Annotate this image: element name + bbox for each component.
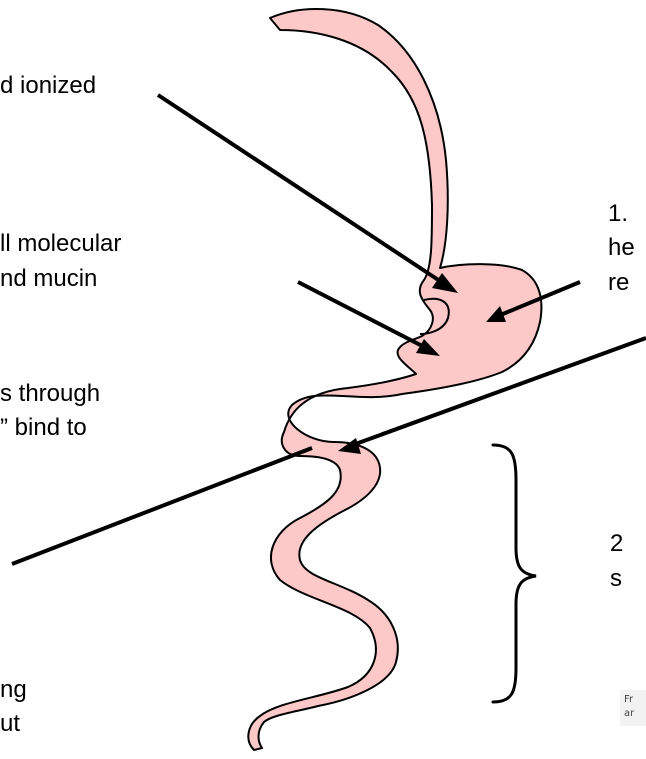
label-right-1a: 1. — [608, 200, 628, 228]
label-right-2a: 2 — [610, 530, 623, 558]
source-line-1: Fr — [624, 694, 633, 706]
label-through-1: s through — [0, 380, 100, 408]
arrow-line-middle-left — [298, 282, 430, 350]
small-intestine-brace — [493, 445, 536, 702]
label-ng-1: ng — [0, 676, 27, 704]
arrow-line-long-lower — [12, 448, 312, 564]
label-through-2: ” bind to — [0, 414, 87, 442]
arrow-line-upper-left — [158, 95, 446, 285]
source-line-2: ar — [624, 708, 634, 720]
label-molecular-2: nd mucin — [0, 265, 97, 293]
label-ionized: d ionized — [0, 72, 96, 100]
label-ng-2: ut — [0, 710, 20, 738]
label-right-1b: he — [608, 234, 635, 262]
label-right-1c: re — [608, 269, 629, 297]
digestive-tract-outline — [248, 9, 541, 750]
label-right-2b: s — [610, 565, 622, 593]
label-molecular-1: ll molecular — [0, 230, 121, 258]
